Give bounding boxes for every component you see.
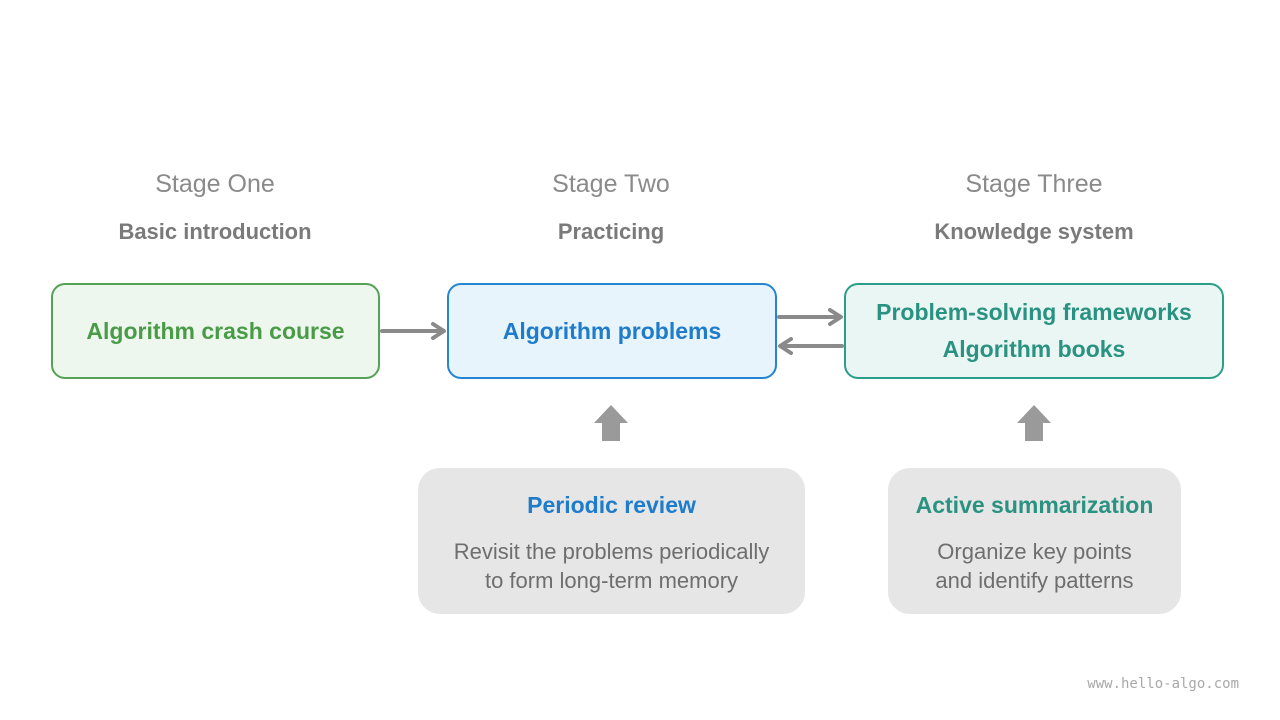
active-summarization-line-2: and identify patterns [935, 568, 1134, 593]
periodic-review-title: Periodic review [527, 492, 696, 518]
periodic-review-card: Periodic review Revisit the problems per… [418, 468, 805, 614]
stage-three-subtitle: Knowledge system [934, 219, 1134, 244]
frameworks-label: Problem-solving frameworks [876, 299, 1192, 325]
stage-two-subtitle: Practicing [557, 219, 665, 244]
algorithm-problems-label: Algorithm problems [502, 317, 722, 344]
active-summarization-description: Organize key points and identify pattern… [888, 537, 1181, 595]
active-summarization-card: Active summarization Organize key points… [888, 468, 1181, 614]
stage-one-title: Stage One [155, 170, 275, 198]
up-arrow-icon [1017, 405, 1051, 441]
books-label: Algorithm books [942, 336, 1126, 362]
crash-course-label: Algorithm crash course [86, 317, 345, 344]
stage-one-subtitle: Basic introduction [118, 219, 312, 244]
active-summarization-title: Active summarization [915, 492, 1154, 518]
up-arrow-icon [594, 405, 628, 441]
active-summarization-line-1: Organize key points [937, 539, 1132, 564]
periodic-review-description: Revisit the problems periodically to for… [418, 537, 805, 595]
knowledge-system-box: Problem-solving frameworks Algorithm boo… [844, 283, 1224, 379]
arrow-crash-to-problems [380, 322, 446, 340]
algorithm-problems-box: Algorithm problems [447, 283, 777, 379]
arrow-frameworks-to-problems [778, 337, 844, 355]
crash-course-box: Algorithm crash course [51, 283, 380, 379]
stage-two-title: Stage Two [552, 170, 670, 198]
stage-three-title: Stage Three [965, 170, 1103, 198]
periodic-review-line-2: to form long-term memory [484, 568, 739, 593]
periodic-review-line-1: Revisit the problems periodically [453, 539, 770, 564]
watermark: www.hello-algo.com [1087, 676, 1239, 692]
arrow-problems-to-frameworks [777, 308, 843, 326]
